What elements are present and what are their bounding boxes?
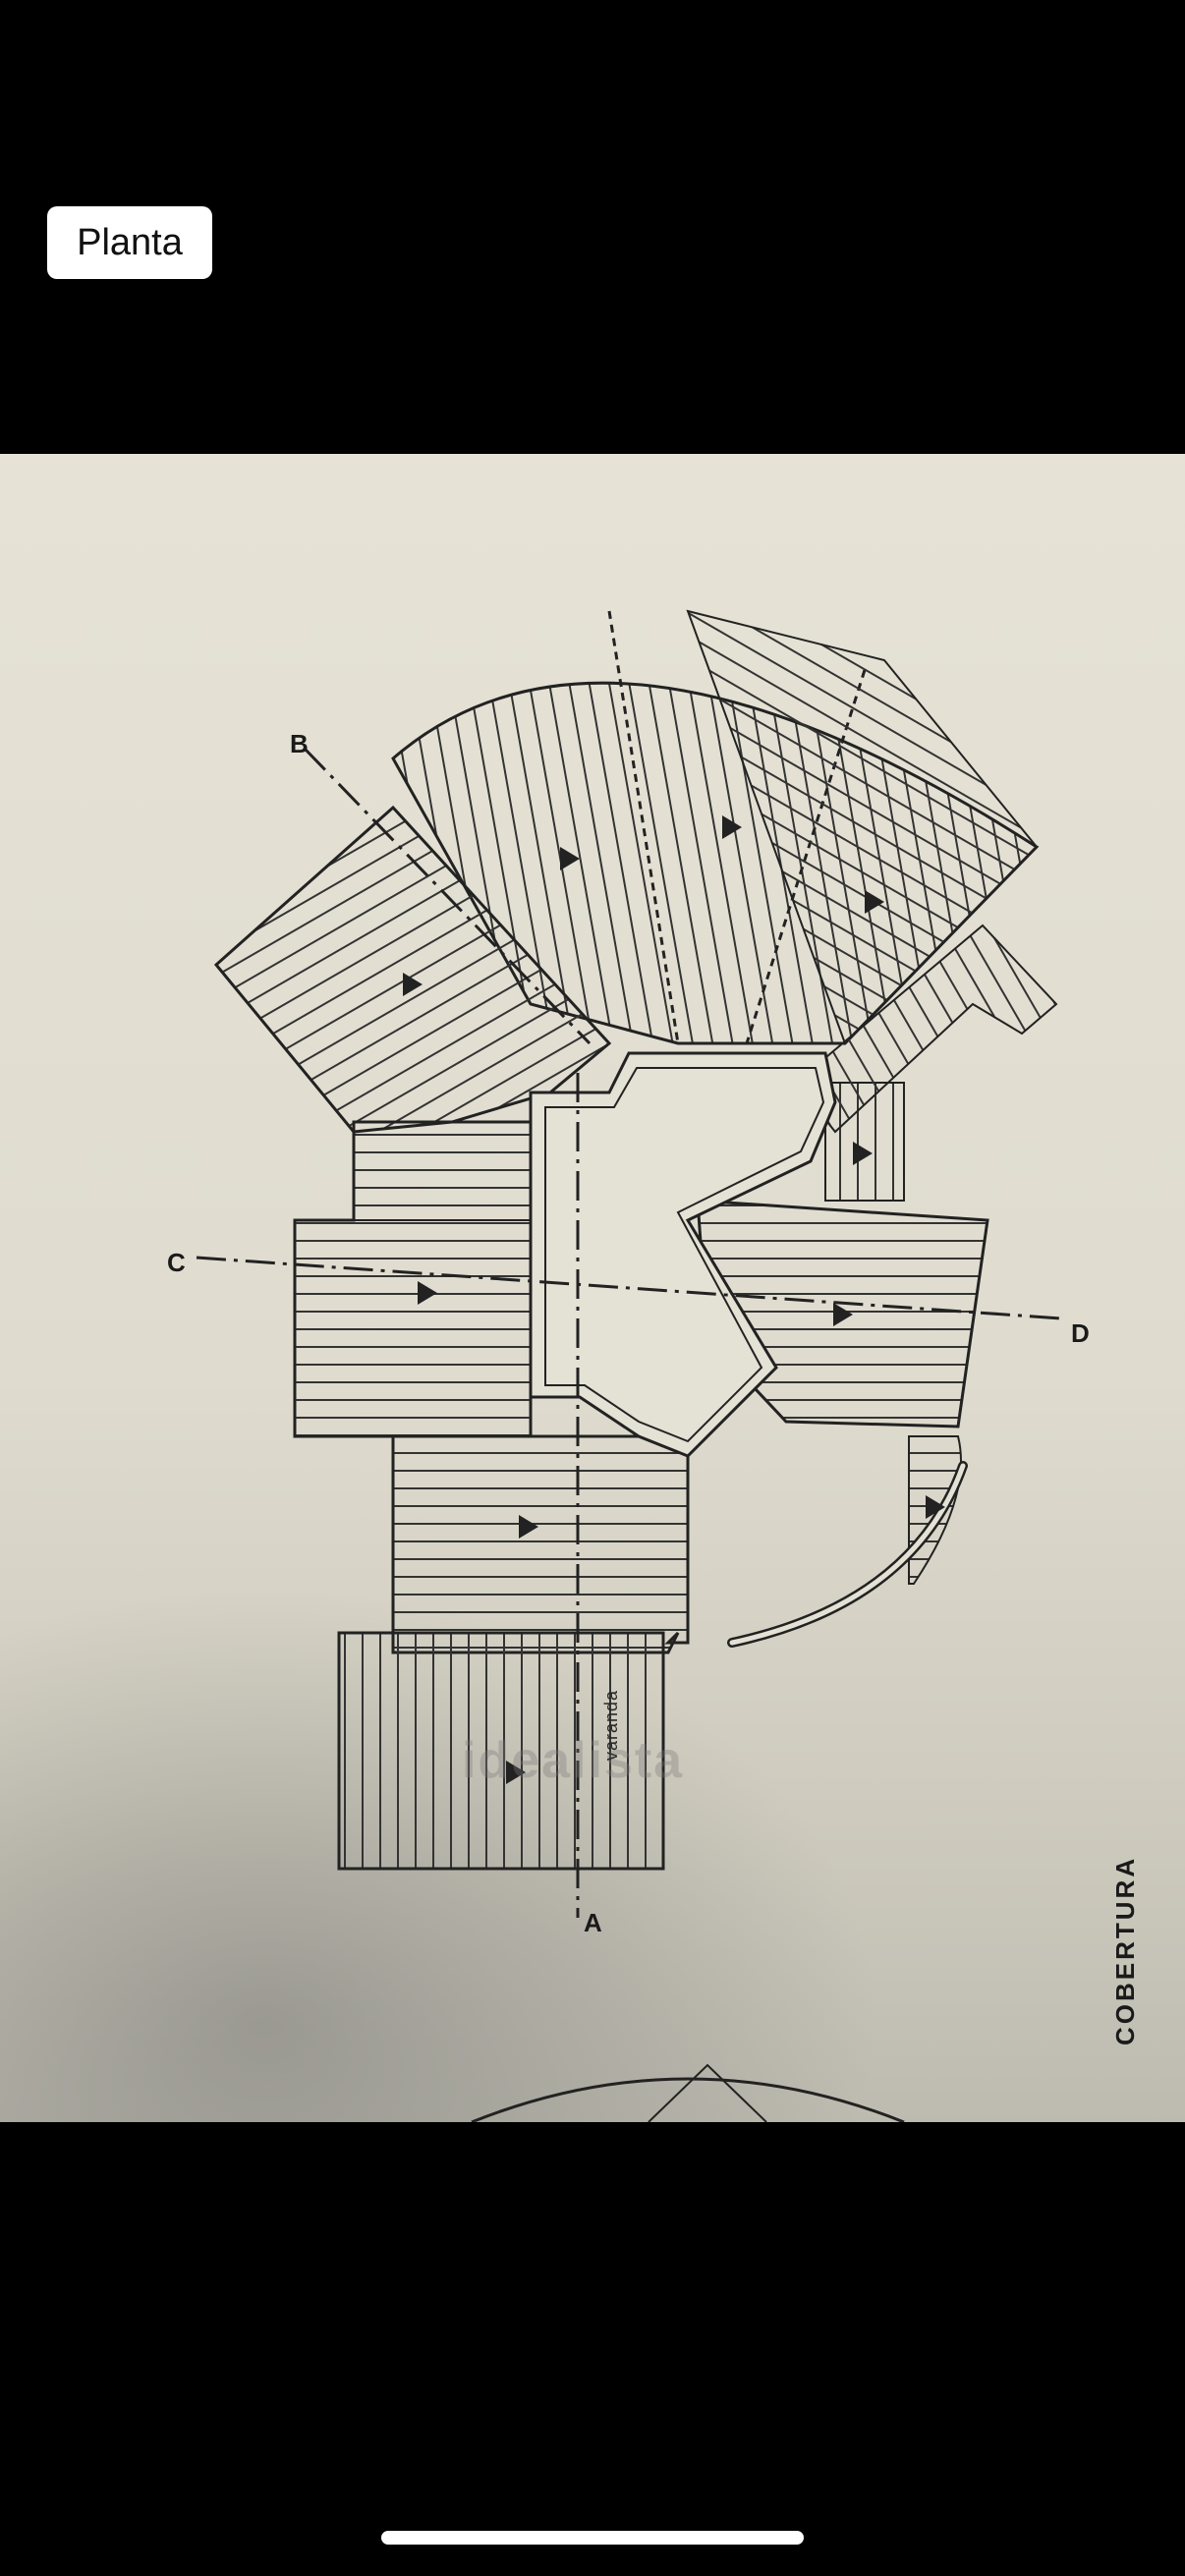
floor-plan-drawing <box>196 609 1062 2122</box>
stairs <box>794 924 1058 1134</box>
floor-plan-photo: B C D A idealista varanda COBERTURA <box>0 454 1185 2122</box>
roof-vertical-section <box>337 1631 665 1871</box>
section-mark-a: A <box>584 1908 602 1937</box>
home-indicator[interactable] <box>381 2531 804 2545</box>
room-label-varanda: varanda <box>601 1689 621 1761</box>
planta-tab[interactable]: Planta <box>47 206 212 279</box>
plan-title: COBERTURA <box>1110 1855 1140 2045</box>
section-mark-c: C <box>167 1248 186 1277</box>
section-mark-d: D <box>1071 1318 1090 1348</box>
section-mark-b: B <box>290 729 309 758</box>
terrace-outline <box>529 1051 837 1458</box>
watermark-idealista: idealista <box>462 1732 685 1789</box>
